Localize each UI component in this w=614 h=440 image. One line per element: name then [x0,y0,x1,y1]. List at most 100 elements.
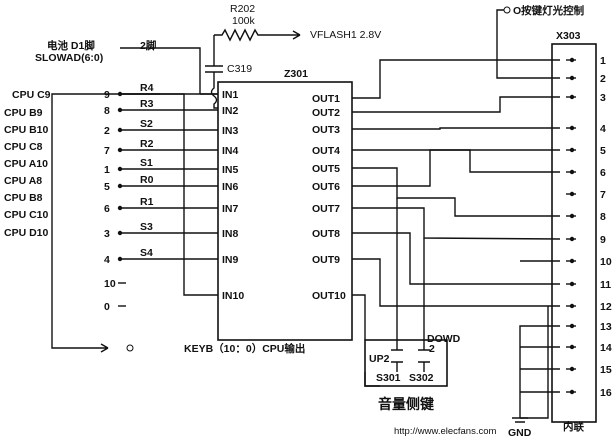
vflash-arrow-line [268,30,301,40]
row-number-10: 10 [104,278,116,290]
ic-pin-out4: OUT4 [312,145,340,157]
cpu-label-2: CPU B9 [4,107,43,119]
backlight-label: O按键灯光控制 [513,4,584,17]
row-number-3: 2 [104,125,110,137]
row-number-4: 7 [104,145,110,157]
ic-pin-out3: OUT3 [312,124,340,136]
input-resistor-6: R0 [140,174,154,186]
ic-pin-in9: IN9 [222,254,239,266]
input-resistor-8: S3 [140,221,153,233]
row-number-7: 6 [104,203,110,215]
connector-ground-bus [520,306,549,419]
side-key-bottom-wire [364,372,380,387]
output-route-wire [352,232,560,285]
backlight-wire [496,9,560,79]
ic-z301-body [217,81,353,341]
connector-pin-16: 16 [600,387,612,399]
ic-pin-out1: OUT1 [312,93,340,105]
connector-x303-body [551,43,597,423]
connector-pin-11: 11 [600,279,611,291]
input-resistor-7: R1 [140,196,154,208]
output-route-wire [352,167,560,217]
connector-pin-12: 12 [600,301,612,313]
ic-pin-in5: IN5 [222,164,239,176]
ic-pin-out10: OUT10 [312,290,346,302]
cpu-label-7: CPU B8 [4,192,43,204]
cpu-label-8: CPU C10 [4,209,49,221]
ic-pin-out5: OUT5 [312,163,340,175]
connector-pin-3: 3 [600,92,606,104]
output-route-wire [352,149,560,173]
s302-symbol [418,349,430,372]
input-resistor-5: S1 [140,157,153,169]
ic-pin-in4: IN4 [222,145,239,157]
connector-pin-1: 1 [600,55,606,67]
cpu-label-5: CPU A10 [4,158,48,170]
resistor-r202-symbol [214,28,268,42]
ic-pin-in6: IN6 [222,181,239,193]
row-number-6: 5 [104,181,110,193]
connector-pin-6: 6 [600,167,606,179]
battery-label: 电池 D1脚 [47,39,95,52]
input-resistor-1: R4 [140,82,154,94]
connector-bottom-label: 内联 [563,420,584,433]
cpu-label-4: CPU C8 [4,141,43,153]
slowad-wire [120,47,201,94]
two-pin-label: 2脚 [140,39,156,52]
capacitor-c319-symbol [205,60,223,80]
row-number-1: 9 [104,89,110,101]
keyb-bus-wire [51,93,160,349]
connector-pin-10: 10 [600,256,612,268]
output-route-wire [352,258,560,307]
keyb-arrow [100,343,109,353]
ic-pin-out2: OUT2 [312,107,340,119]
connector-pin-8: 8 [600,211,606,223]
keyb-terminal [126,344,134,352]
slowad-label: SLOWAD(6:0) [35,52,103,64]
ic-pin-out8: OUT8 [312,228,340,240]
ic-pin-in7: IN7 [222,203,239,215]
output-route-wire [352,127,560,130]
output-route-wire [519,325,560,393]
up2-label: UP2 [369,353,390,365]
ic-pin-in8: IN8 [222,228,239,240]
s301-symbol [391,349,403,372]
connector-pin-4: 4 [600,123,606,135]
input-resistor-3: S2 [140,118,153,130]
ic-pin-out6: OUT6 [312,181,340,193]
backlight-terminal [503,6,511,14]
vflash-label: VFLASH1 2.8V [310,29,381,41]
row-number-11: 0 [104,301,110,313]
s301-label: S301 [376,372,401,384]
row-number-8: 3 [104,228,110,240]
output-route-wire [352,294,366,340]
ic-pin-in2: IN2 [222,105,239,117]
output-route-wire [352,149,560,187]
row-number-9: 4 [104,254,110,266]
output-route-wire [352,59,560,99]
row-number-2: 8 [104,105,110,117]
connector-x303-ref: X303 [556,30,581,42]
ic-pin-in3: IN3 [222,125,239,137]
connector-pin-14: 14 [600,342,612,354]
dowd-label: DOWD [427,333,461,345]
input-resistor-4: R2 [140,138,154,150]
output-route-wire [352,207,561,240]
ic-z301-ref: Z301 [284,68,308,80]
cpu-label-9: CPU D10 [4,227,49,239]
input-resistor-2: R3 [140,98,154,110]
connector-pin-13: 13 [600,321,612,333]
gnd-label: GND [508,427,532,439]
cpu-label-1: CPU C9 [12,89,51,101]
cpu-label-6: CPU A8 [4,175,42,187]
side-key-frame [364,339,448,387]
cpu-label-3: CPU B10 [4,124,49,136]
input-resistor-9: S4 [140,247,153,259]
connector-pin-2: 2 [600,73,606,85]
keyb-label: KEYB（10：0）CPU输出 [184,342,305,355]
row-number-5: 1 [104,164,110,176]
resistor-r202-value: 100k [232,15,256,27]
ic-pin-out9: OUT9 [312,254,340,266]
output-route-wire [352,96,560,113]
